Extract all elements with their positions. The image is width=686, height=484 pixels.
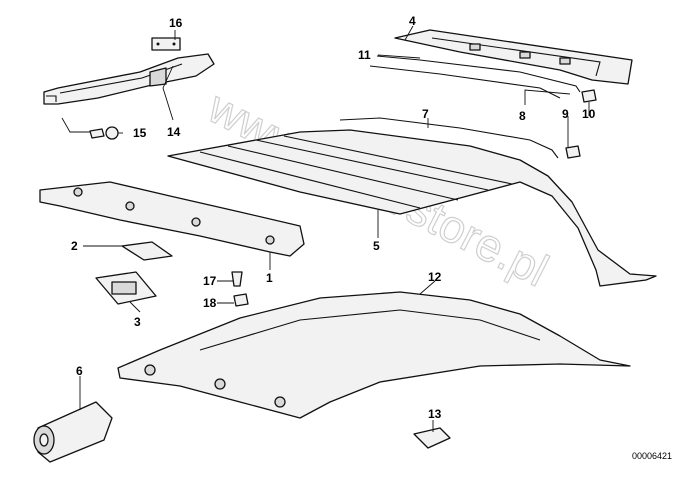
callout-5: 5 <box>373 239 380 253</box>
part-4-trim-panel <box>394 29 633 85</box>
part-18-nut <box>233 293 249 307</box>
callout-13: 13 <box>428 407 442 421</box>
part-13-clip <box>413 427 451 449</box>
callout-6: 6 <box>76 364 83 378</box>
callout-4: 4 <box>409 14 416 28</box>
part-14-grab-handle <box>43 53 215 105</box>
callout-17: 17 <box>203 274 217 288</box>
callout-7: 7 <box>422 107 429 121</box>
callout-12: 12 <box>428 270 442 284</box>
leader-lines <box>61 25 590 432</box>
part-12-headliner <box>117 291 631 419</box>
callout-18: 18 <box>203 296 217 310</box>
callout-9: 9 <box>562 107 569 121</box>
part-15-screw <box>89 126 119 140</box>
callout-14: 14 <box>167 125 181 139</box>
callout-2: 2 <box>71 239 78 253</box>
drawing-number: 00006421 <box>632 451 672 461</box>
part-1-headliner-front <box>39 181 305 257</box>
part-2-lamp-lens <box>121 241 173 261</box>
callout-1: 1 <box>266 271 273 285</box>
part-16-clip <box>151 37 181 51</box>
part-5-roof-skin <box>167 129 657 287</box>
callout-8: 8 <box>519 109 526 123</box>
part-17-screw <box>231 271 243 287</box>
callout-11: 11 <box>358 48 371 62</box>
callout-10: 10 <box>582 107 596 121</box>
callout-15: 15 <box>133 126 147 140</box>
part-8-seal-strip <box>369 65 561 99</box>
callout-16: 16 <box>169 16 183 30</box>
callout-labels: 16 4 11 8 9 10 7 14 15 2 1 5 12 17 18 3 … <box>71 14 596 421</box>
part-11-seal-strip <box>376 55 581 93</box>
part-10-clip <box>581 89 597 103</box>
callout-3: 3 <box>134 315 141 329</box>
part-6-roll <box>33 401 113 463</box>
part-3-interior-lamp <box>95 271 157 305</box>
part-9-clip <box>565 145 581 159</box>
part-7-moulding <box>339 117 559 159</box>
